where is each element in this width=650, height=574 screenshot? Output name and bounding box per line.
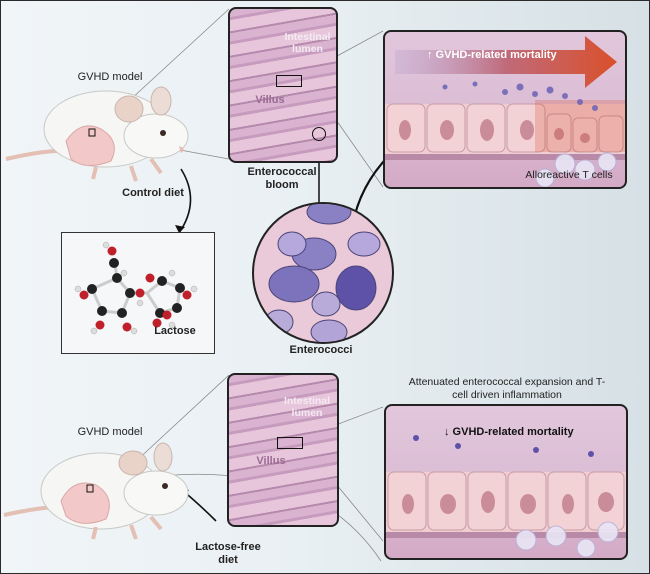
epithelium-panel-bottom: ↓ GVHD-related mortality [384, 404, 628, 560]
intestine-panel-top: Intestinal lumen Villus [228, 7, 338, 163]
enterococci-cells [264, 204, 381, 342]
enterococci-magnified-view [252, 202, 394, 344]
villus-label-top: Villus [255, 94, 285, 106]
bloom-circle-marker [312, 127, 326, 141]
alloreactive-tcells-label: Alloreactive T cells [525, 169, 613, 181]
enterococcal-bloom-label: Enterococcal bloom [247, 166, 317, 191]
lactose-free-diet-label: Lactose-free diet [195, 541, 261, 566]
lactose-molecule-icon [74, 241, 198, 335]
enterococci-label: Enterococci [289, 344, 353, 356]
intestinal-lumen-label-bottom: Intestinal lumen [283, 395, 331, 419]
lactose-molecule-box: Lactose [61, 232, 215, 354]
model-label-bottom: GVHD model [77, 426, 143, 438]
mortality-increase-label: ↑ GVHD-related mortality [427, 49, 557, 61]
lactose-label: Lactose [154, 325, 196, 337]
mortality-increase-arrow [395, 36, 617, 88]
intestinal-lumen-label-top: Intestinal lumen [284, 31, 331, 55]
mortality-decrease-label: ↓ GVHD-related mortality [444, 426, 574, 438]
attenuated-expansion-label: Attenuated enterococcal expansion and T-… [408, 376, 606, 401]
intestine-panel-bottom: Intestinal lumen Villus [227, 373, 339, 527]
zoom-region-marker-bottom [277, 437, 303, 449]
epithelium-panel-top: ↑ GVHD-related mortality Alloreactive T … [383, 30, 627, 189]
villus-label-bottom: Villus [256, 455, 286, 467]
model-label-top: GVHD model [77, 71, 143, 83]
zoom-region-marker [276, 75, 302, 87]
epithelium-illustration-bottom [386, 435, 626, 558]
epithelium-illustration-top [385, 36, 625, 187]
control-diet-label: Control diet [122, 187, 184, 199]
